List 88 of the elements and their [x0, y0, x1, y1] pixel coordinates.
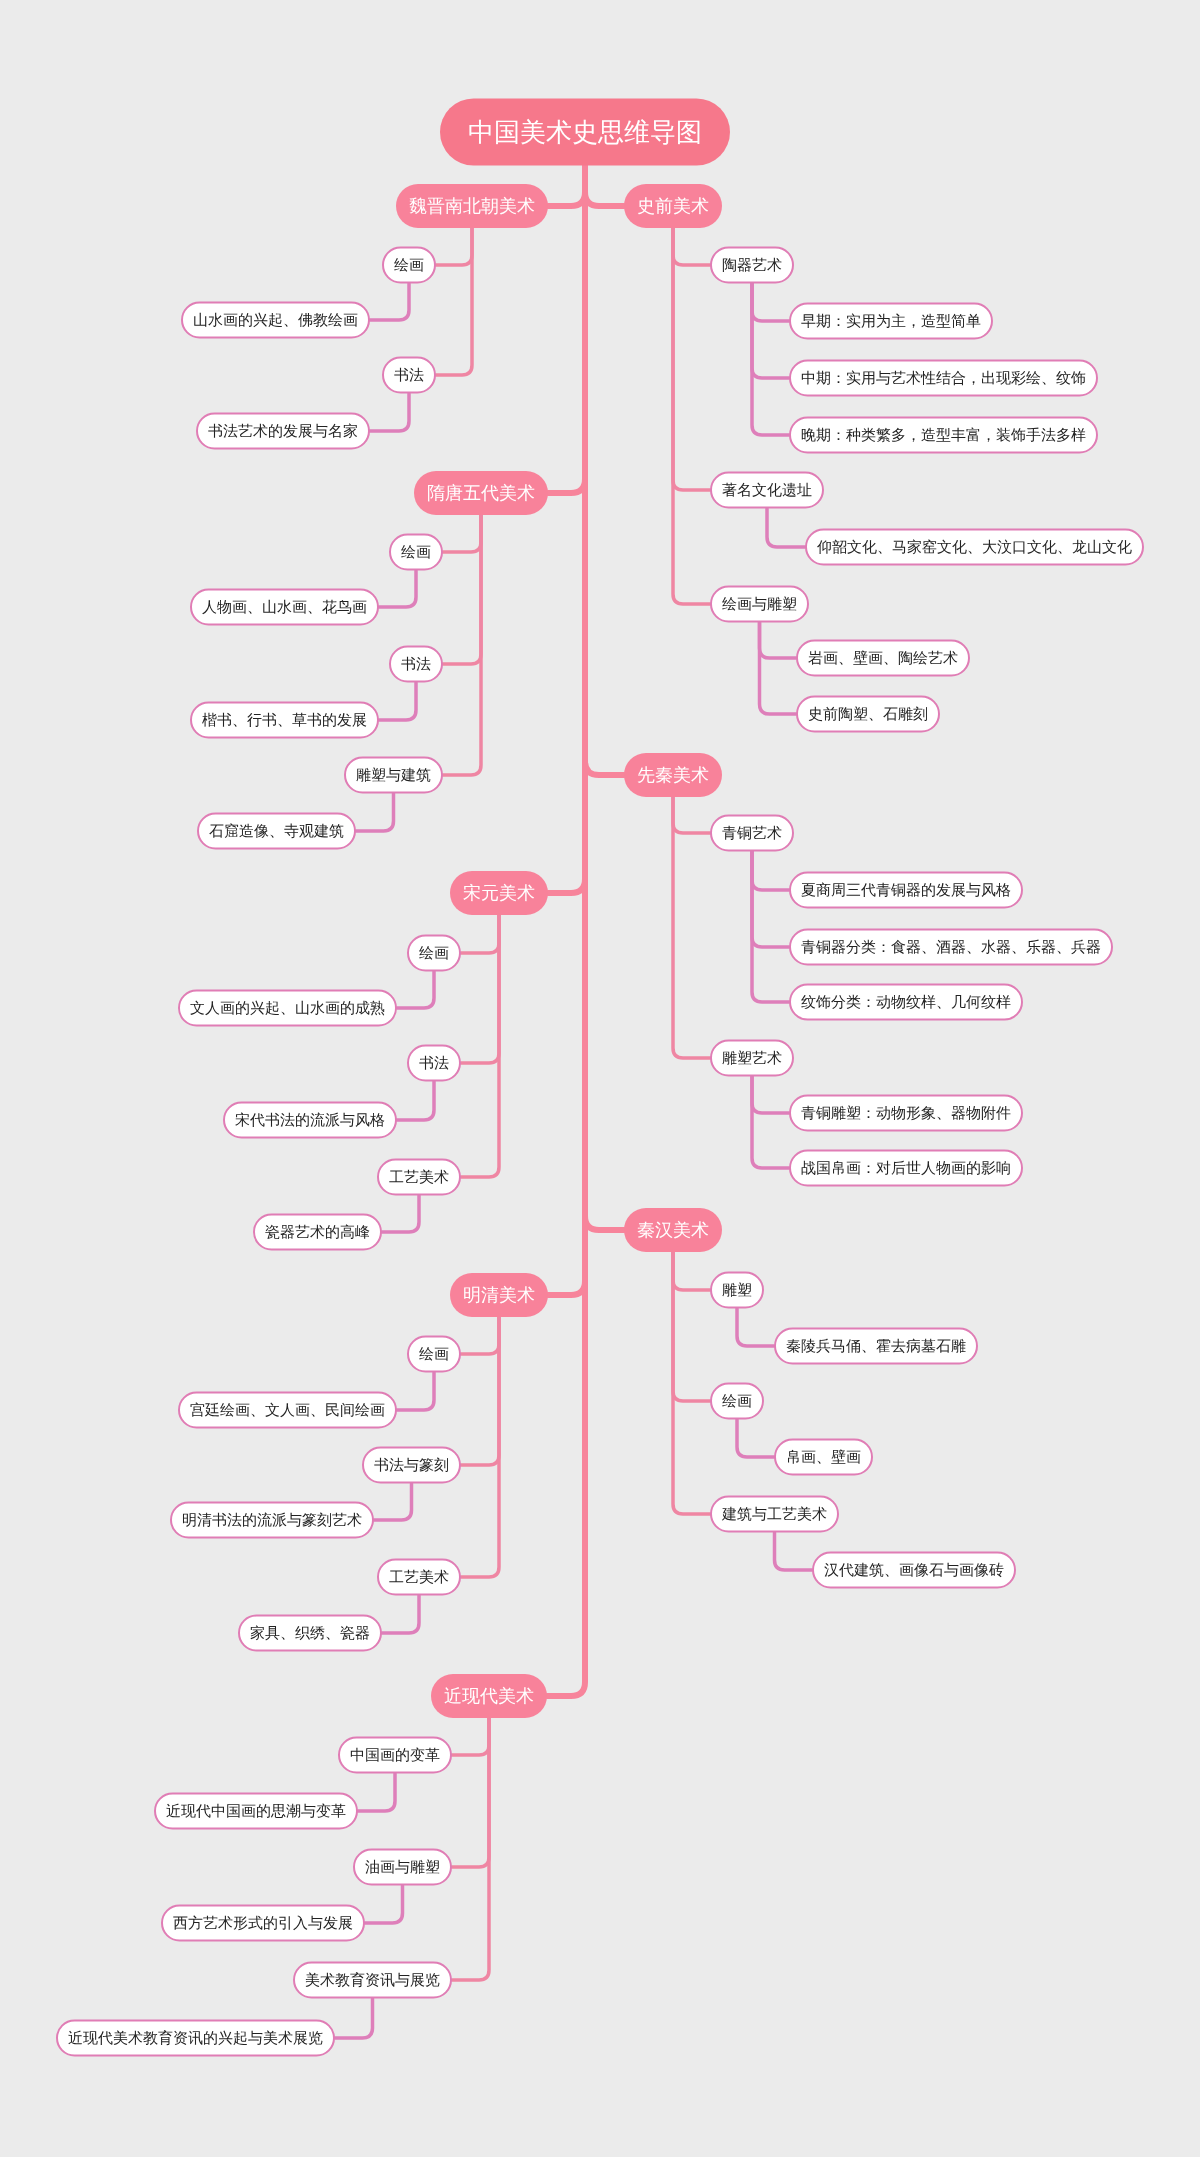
detail-topic: 人物画、山水画、花鸟画	[190, 588, 379, 626]
subtopic: 著名文化遗址	[710, 471, 824, 509]
detail-topic: 汉代建筑、画像石与画像砖	[812, 1551, 1016, 1589]
subtopic: 油画与雕塑	[353, 1848, 452, 1886]
detail-topic: 西方艺术形式的引入与发展	[161, 1904, 365, 1942]
detail-topic: 瓷器艺术的高峰	[253, 1213, 382, 1251]
subtopic: 青铜艺术	[710, 814, 794, 852]
main-topic: 宋元美术	[450, 871, 548, 915]
detail-topic: 早期：实用为主，造型简单	[789, 302, 993, 340]
detail-topic: 仰韶文化、马家窑文化、大汶口文化、龙山文化	[805, 528, 1144, 566]
branch-line	[750, 849, 791, 1004]
subtopic: 绘画	[407, 1335, 461, 1373]
subtopic: 雕塑与建筑	[344, 756, 443, 794]
subtopic: 书法	[389, 645, 443, 683]
main-topic: 史前美术	[624, 184, 722, 228]
main-topic: 秦汉美术	[624, 1208, 722, 1252]
detail-topic: 青铜雕塑：动物形象、器物附件	[789, 1094, 1023, 1132]
detail-topic: 石窟造像、寺观建筑	[197, 812, 356, 850]
branch-line	[354, 791, 396, 833]
subtopic: 绘画	[389, 533, 443, 571]
subtopic: 雕塑艺术	[710, 1039, 794, 1077]
branch-line	[377, 680, 418, 722]
subtopic: 书法与篆刻	[362, 1446, 461, 1484]
detail-topic: 山水画的兴起、佛教绘画	[181, 301, 370, 339]
branch-line	[333, 1996, 375, 2040]
branch-line	[363, 1883, 405, 1925]
branch-line	[368, 391, 411, 433]
main-topic: 近现代美术	[431, 1674, 547, 1718]
detail-topic: 近现代美术教育资讯的兴起与美术展览	[56, 2019, 335, 2057]
branch-line	[395, 1370, 436, 1412]
detail-topic: 中期：实用与艺术性结合，出现彩绘、纹饰	[789, 359, 1098, 397]
detail-topic: 宋代书法的流派与风格	[223, 1101, 397, 1139]
subtopic: 美术教育资讯与展览	[293, 1961, 452, 1999]
detail-topic: 史前陶塑、石雕刻	[796, 695, 940, 733]
detail-topic: 夏商周三代青铜器的发展与风格	[789, 871, 1023, 909]
detail-topic: 秦陵兵马俑、霍去病墓石雕	[774, 1327, 978, 1365]
branch-line	[380, 1193, 421, 1234]
subtopic: 绘画	[382, 246, 436, 284]
main-topic: 隋唐五代美术	[414, 471, 548, 515]
branch-line	[450, 1716, 491, 1982]
detail-topic: 书法艺术的发展与名家	[196, 412, 370, 450]
subtopic: 绘画	[710, 1382, 764, 1420]
branch-line	[750, 281, 791, 437]
branch-line	[459, 913, 501, 1179]
subtopic: 绘画与雕塑	[710, 585, 809, 623]
detail-topic: 宫廷绘画、文人画、民间绘画	[178, 1391, 397, 1429]
subtopic: 工艺美术	[377, 1158, 461, 1196]
subtopic: 中国画的变革	[338, 1736, 452, 1774]
branch-line	[368, 281, 411, 322]
subtopic: 建筑与工艺美术	[710, 1495, 839, 1533]
branch-line	[772, 1530, 814, 1572]
detail-topic: 近现代中国画的思潮与变革	[154, 1792, 358, 1830]
main-topic: 明清美术	[450, 1273, 548, 1317]
branch-line	[757, 620, 798, 716]
root-topic: 中国美术史思维导图	[440, 98, 730, 166]
branch-line	[671, 1250, 712, 1516]
branch-line	[395, 1079, 436, 1122]
subtopic: 陶器艺术	[710, 246, 794, 284]
branch-line	[434, 226, 474, 377]
detail-topic: 楷书、行书、草书的发展	[190, 701, 379, 739]
branch-line	[380, 1593, 421, 1635]
subtopic: 工艺美术	[377, 1558, 461, 1596]
main-topic: 魏晋南北朝美术	[396, 184, 548, 228]
branch-line	[750, 1074, 791, 1170]
subtopic: 绘画	[407, 934, 461, 972]
branch-line	[735, 1306, 776, 1348]
subtopic: 书法	[407, 1044, 461, 1082]
branch-line	[356, 1771, 397, 1813]
branch-line	[671, 795, 712, 1060]
detail-topic: 青铜器分类：食器、酒器、水器、乐器、兵器	[789, 928, 1113, 966]
detail-topic: 家具、织绣、瓷器	[238, 1614, 382, 1652]
detail-topic: 帛画、壁画	[774, 1438, 873, 1476]
subtopic: 书法	[382, 356, 436, 394]
detail-topic: 岩画、壁画、陶绘艺术	[796, 639, 970, 677]
detail-topic: 纹饰分类：动物纹样、几何纹样	[789, 983, 1023, 1021]
branch-line	[735, 1417, 776, 1459]
detail-topic: 明清书法的流派与篆刻艺术	[170, 1501, 374, 1539]
subtopic: 雕塑	[710, 1271, 764, 1309]
branch-line	[395, 969, 436, 1010]
detail-topic: 晚期：种类繁多，造型丰富，装饰手法多样	[789, 416, 1098, 454]
branch-line	[372, 1481, 414, 1522]
branch-line	[459, 1315, 501, 1579]
branch-line	[441, 513, 483, 777]
branch-line	[377, 568, 418, 609]
branch-line	[765, 506, 807, 549]
detail-topic: 文人画的兴起、山水画的成熟	[178, 989, 397, 1027]
main-topic: 先秦美术	[624, 753, 722, 797]
detail-topic: 战国帛画：对后世人物画的影响	[789, 1149, 1023, 1187]
